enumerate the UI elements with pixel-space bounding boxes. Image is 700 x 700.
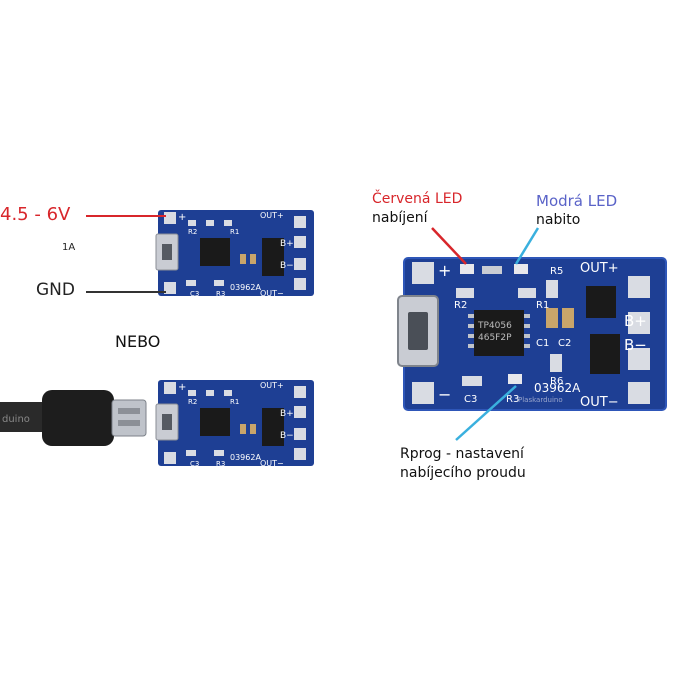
- pad: [628, 348, 650, 370]
- board-out-plus-label: OUT+: [580, 261, 619, 276]
- pad: [412, 382, 434, 404]
- pad: [628, 312, 650, 334]
- board-out-minus-label: OUT−: [260, 459, 284, 468]
- pad: [294, 216, 306, 228]
- pad: [294, 278, 306, 290]
- chip-label-1: TP4056: [477, 321, 512, 331]
- voltage-line: [86, 215, 166, 217]
- red-led: [460, 264, 474, 274]
- board-r5-label: R5: [550, 266, 563, 277]
- board-c3-label: C3: [190, 290, 199, 298]
- board-r1-label: R1: [536, 300, 549, 311]
- blue-led-desc: nabito: [536, 212, 581, 228]
- pad: [164, 382, 176, 394]
- pad: [294, 236, 306, 248]
- board-b-plus-label: B+: [280, 239, 294, 249]
- cable-wire: [0, 402, 48, 432]
- board-c3-label: C3: [464, 394, 477, 405]
- pad: [164, 212, 176, 224]
- board-r2-label: R2: [188, 228, 197, 236]
- board-plus-label: +: [438, 261, 451, 280]
- pad: [628, 276, 650, 298]
- protection-chip: [262, 238, 284, 276]
- pcb-bottom-left: + OUT+ B+ B− OUT− 03962A R2 R1 C3 R3: [155, 380, 314, 468]
- protection-chip: [262, 408, 284, 446]
- pad: [294, 448, 306, 460]
- charger-chip: [474, 310, 524, 356]
- board-r2-label: R2: [188, 398, 197, 406]
- red-led-pointer: [431, 227, 467, 265]
- board-code-label: 03962A: [534, 381, 581, 395]
- board-r3-label: R3: [216, 460, 225, 468]
- red-led-title: Červená LED: [372, 191, 463, 207]
- current-label: 1A: [62, 242, 76, 253]
- blue-led-pointer: [514, 227, 540, 265]
- pcb-large: TP4056 465F2P + − OUT+ B+ B− OUT− 03962A…: [397, 257, 667, 411]
- board-out-minus-label: OUT−: [260, 289, 284, 298]
- board-r1-label: R1: [230, 228, 239, 236]
- board-b-minus-label: B−: [280, 261, 294, 271]
- board-watermark: Plaskarduino: [518, 396, 563, 404]
- board-r1-label: R1: [230, 398, 239, 406]
- gnd-label: GND: [36, 280, 75, 300]
- or-label: NEBO: [115, 332, 161, 351]
- gnd-line: [86, 291, 166, 293]
- board-b-minus-label: B−: [280, 431, 294, 441]
- board-b-plus-label: B+: [624, 312, 647, 330]
- cable-brand-label: duino: [2, 414, 30, 425]
- board-b-minus-label: B−: [624, 336, 647, 354]
- pad: [294, 386, 306, 398]
- board-c3-label: C3: [190, 460, 199, 468]
- cable-plug-body: [42, 390, 114, 446]
- chip-label-2: 465F2P: [478, 333, 512, 343]
- board-r3-label: R3: [506, 394, 519, 405]
- board-plus-label: +: [178, 382, 186, 393]
- voltage-label: 4.5 - 6V: [0, 204, 71, 225]
- board-plus-label: +: [178, 212, 186, 223]
- pad: [412, 262, 434, 284]
- board-c2-label: C2: [558, 338, 571, 349]
- blue-led-title: Modrá LED: [536, 192, 618, 210]
- board-r3-label: R3: [216, 290, 225, 298]
- board-minus-label: −: [438, 385, 451, 404]
- pad: [294, 406, 306, 418]
- pad: [164, 452, 176, 464]
- blue-led: [514, 264, 528, 274]
- board-r6-label: R6: [550, 376, 563, 387]
- charger-chip: [200, 238, 230, 266]
- red-led-desc: nabíjení: [372, 210, 428, 226]
- rprog-resistor: [508, 374, 522, 384]
- board-out-minus-label: OUT−: [580, 395, 619, 410]
- pcb-top-left: + OUT+ B+ B− OUT− 03962A R2 R1 C3 R3: [150, 206, 316, 298]
- board-c1-label: C1: [536, 338, 549, 349]
- board-r2-label: R2: [454, 300, 467, 311]
- board-code-label: 03962A: [230, 453, 261, 462]
- board-out-plus-label: OUT+: [260, 211, 284, 220]
- board-code-label: 03962A: [230, 283, 261, 292]
- board-b-plus-label: B+: [280, 409, 294, 419]
- rprog-line1: Rprog - nastavení: [400, 446, 524, 462]
- pad: [628, 382, 650, 404]
- rprog-line2: nabíjecího proudu: [400, 465, 526, 481]
- protection-chip: [586, 286, 616, 318]
- pad: [164, 282, 176, 294]
- usb-cable: duino: [0, 390, 147, 446]
- pad: [294, 258, 306, 270]
- board-out-plus-label: OUT+: [260, 381, 284, 390]
- charger-chip: [200, 408, 230, 436]
- rprog-pointer: [455, 385, 517, 441]
- pad: [294, 428, 306, 440]
- cable-plug-metal: [111, 399, 147, 437]
- mosfet-chip: [590, 334, 620, 374]
